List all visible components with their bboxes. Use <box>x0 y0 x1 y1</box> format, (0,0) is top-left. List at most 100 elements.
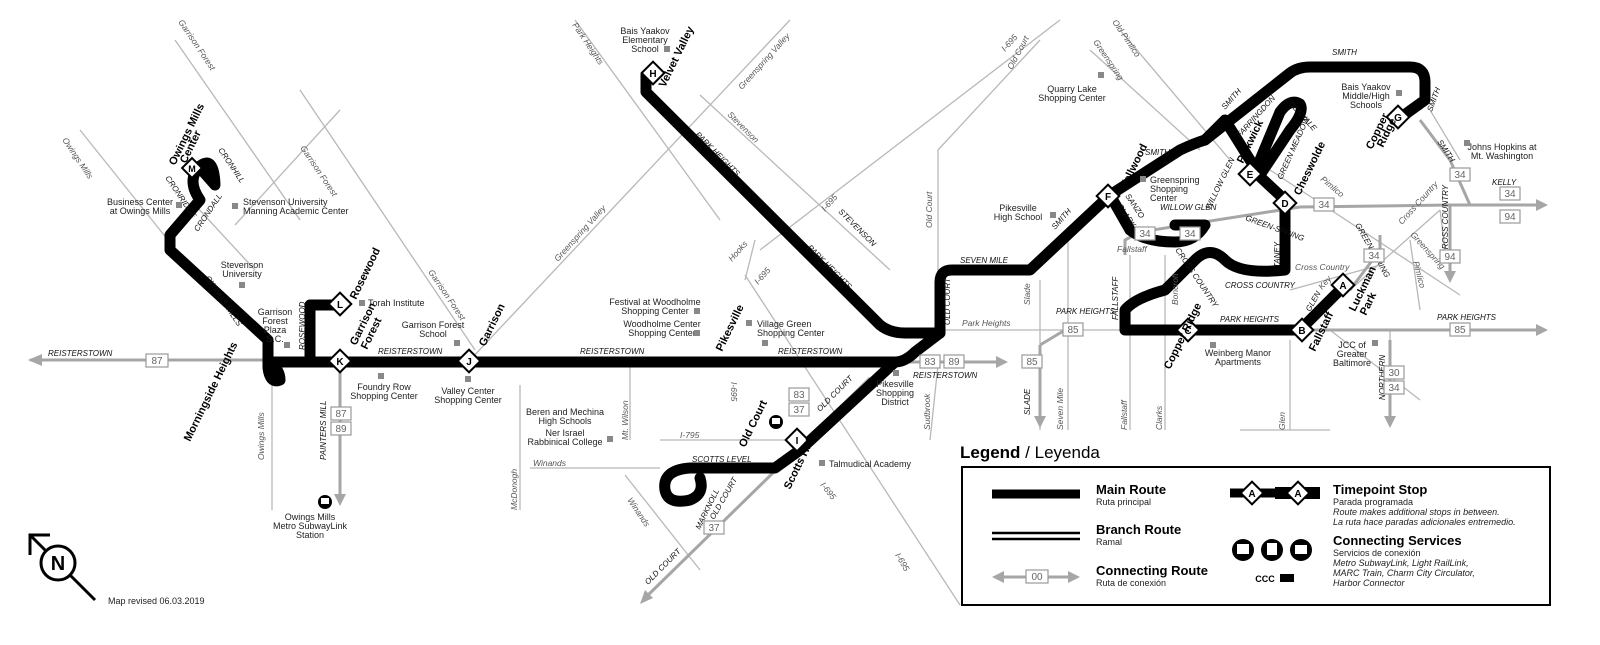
svg-text:37: 37 <box>708 523 720 534</box>
street-label: I-695 <box>893 551 911 573</box>
street-label: Fallstaff <box>1117 244 1148 254</box>
street-label: SLADE <box>1023 388 1032 415</box>
route-shield: 34 <box>1134 226 1156 241</box>
north-letter: N <box>51 553 65 575</box>
street-label: Seven Mile <box>1055 388 1065 430</box>
landmark-text: Garrison <box>258 307 293 317</box>
landmark-text: Elementary <box>622 35 668 45</box>
landmark-text: Plaza <box>264 325 287 335</box>
connecting-routes <box>28 119 1548 604</box>
landmark-quarry-lake: Quarry Lake Shopping Center <box>1038 72 1106 103</box>
label-pikesville: Pikesville <box>714 303 747 353</box>
timepoint-B <box>1289 317 1315 343</box>
landmark-text: Shopping <box>876 388 914 398</box>
timepoint-J <box>456 348 482 374</box>
street-label: I-695 <box>818 480 838 502</box>
landmark-text: Business Center <box>107 197 173 207</box>
street-label: SMITH <box>1332 48 1357 57</box>
street-label: SCOTTS LEVEL <box>692 455 752 464</box>
landmark-text: Stevenson <box>221 260 264 270</box>
legend-connecting-services: Connecting Services <box>1333 533 1462 548</box>
timepoints: H M L K J I F E D G C B A <box>180 60 1411 453</box>
street-label: Pimlico <box>1411 260 1428 289</box>
street-label: Hooks <box>726 238 750 263</box>
timepoint-G <box>1385 104 1411 130</box>
street-label: PARK HEIGHTS <box>806 243 855 292</box>
svg-text:83: 83 <box>793 390 805 401</box>
landmark-text: Johns Hopkins at <box>1467 142 1537 152</box>
landmark-text: Weinberg Manor <box>1205 348 1271 358</box>
timepoint-letter-H: H <box>649 69 656 80</box>
street-label: CRONHILL <box>216 146 246 185</box>
legend-branch-route-es: Ramal <box>1096 537 1122 547</box>
landmark-johns-hopkins: Johns Hopkins at Mt. Washington <box>1464 140 1537 161</box>
label-fallstaff: Copper Ridge <box>1162 301 1204 371</box>
street-label: Pimlico <box>1319 174 1347 199</box>
landmark-text: Shopping <box>1150 184 1188 194</box>
legend-title: Legend / Leyenda <box>960 443 1100 462</box>
legend-services-2: MARC Train, Charm City Circulator, <box>1333 568 1475 578</box>
landmark-text: Festival at Woodholme <box>609 297 700 307</box>
street-label: McDonogh <box>509 469 519 510</box>
street-label: STEVENSON <box>837 207 878 248</box>
legend-timepoint-note-1: Route makes additional stops in between. <box>1333 507 1500 517</box>
landmark-woodholme: Woodholme Center Shopping Center <box>623 319 700 338</box>
svg-text:34: 34 <box>1504 189 1516 200</box>
legend-timepoint-letter-1: A <box>1248 489 1255 500</box>
landmark-text: Greater <box>1337 349 1368 359</box>
landmark-text: Baltimore <box>1333 358 1371 368</box>
street-label: Boncroft <box>1170 273 1180 305</box>
landmark-stevenson-manning: Stevenson University Manning Academic Ce… <box>232 197 349 216</box>
timepoint-letter-M: M <box>188 164 196 174</box>
main-route <box>164 61 1431 507</box>
landmark-text: Greenspring <box>1150 175 1200 185</box>
street-label: Garrison Forest <box>176 18 218 73</box>
landmark-greenspring-sc: Greenspring Shopping Center <box>1140 175 1200 203</box>
street-label: Greenspring Valley <box>736 31 792 92</box>
street-label: SMITH <box>1435 138 1457 164</box>
legend-timepoint-diamond-1 <box>1239 480 1265 506</box>
svg-text:83: 83 <box>924 357 936 368</box>
landmark-text: High School <box>994 212 1043 222</box>
landmark-text: Quarry Lake <box>1047 84 1097 94</box>
street-label: NORTHERN <box>1378 355 1387 400</box>
landmark-text: Center <box>1150 193 1177 203</box>
street-label: WILLOW GLEN <box>1204 156 1237 211</box>
landmark-pikesville-high: Pikesville High School <box>994 203 1056 222</box>
route-shield: 34 <box>1179 226 1201 241</box>
landmark-text: Foundry Row <box>357 382 411 392</box>
landmark-text: Shopping Center <box>350 391 418 401</box>
landmark-text: Forest <box>262 316 288 326</box>
landmark-text: Talmudical Academy <box>829 459 912 469</box>
landmark-village-green: Village Green Shopping Center <box>746 319 825 346</box>
street-label: Winands <box>533 458 567 468</box>
street-label: CROSS COUNTRY <box>1225 281 1296 290</box>
street-label: REISTERSTOWN <box>580 347 645 356</box>
legend-main-route: Main Route <box>1096 482 1166 497</box>
street-label: Garrison Forest <box>426 268 468 323</box>
timepoint-K <box>327 348 353 374</box>
legend: Legend / Leyenda Main Route Ruta princip… <box>960 443 1551 606</box>
landmark-garrison-forest-plaza: Garrison Forest Plaza S.C. <box>258 307 293 348</box>
landmark-garrison-forest-school: Garrison Forest School <box>402 320 465 346</box>
route-shield: 87 <box>330 406 352 421</box>
legend-connecting-route-es: Ruta de conexión <box>1096 578 1166 588</box>
street-label: I-795 <box>680 430 700 440</box>
timepoint-M <box>180 156 204 180</box>
landmark-text: Pikesville <box>999 203 1037 213</box>
legend-timepoint-stop: Timepoint Stop <box>1333 482 1427 497</box>
timepoint-letter-F: F <box>1105 192 1111 203</box>
timepoint-letter-E: E <box>1247 170 1254 181</box>
svg-text:34: 34 <box>1139 229 1151 240</box>
circulator-icon: CCC <box>1255 574 1275 584</box>
landmark-text: Garrison Forest <box>402 320 465 330</box>
street-label: REISTERSTOWN <box>378 347 443 356</box>
timepoint-L <box>327 291 353 317</box>
landmark-text: Shopping Center <box>757 328 825 338</box>
legend-services-1: Metro SubwayLink, Light RailLink, <box>1333 558 1469 568</box>
landmark-text: High Schools <box>538 416 592 426</box>
street-label: SMITH <box>1145 148 1170 157</box>
street-label: PARK HEIGHTS <box>1437 313 1497 322</box>
landmark-text: Torah Institute <box>368 298 425 308</box>
landmark-text: Bais Yaakov <box>1341 82 1391 92</box>
